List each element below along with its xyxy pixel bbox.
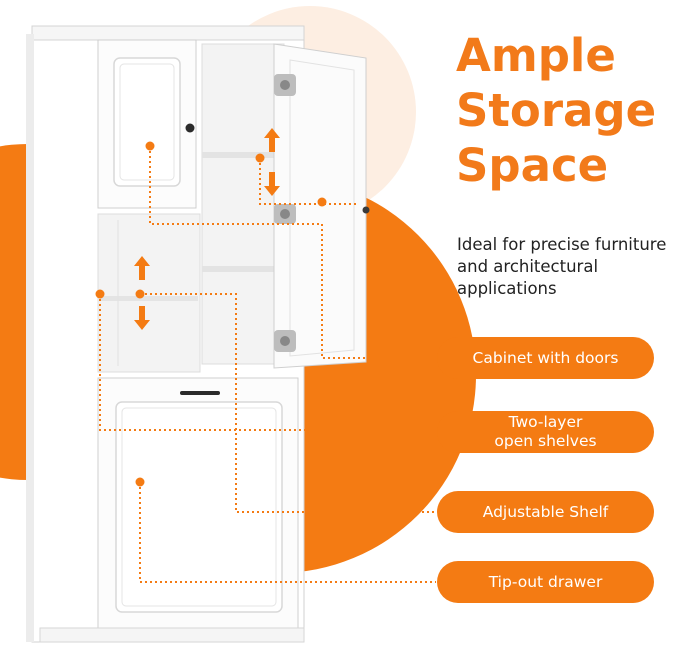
title-line-3: Space: [456, 139, 609, 192]
description-line-1: Ideal for precise furniture: [457, 235, 667, 254]
callout-label-line-2: open shelves: [494, 432, 597, 450]
callout-label: Cabinet with doors: [472, 348, 619, 367]
callout-cabinet-with-doors: Cabinet with doors: [437, 337, 654, 379]
callout-tip-out-drawer: Tip-out drawer: [437, 561, 654, 603]
handle-icon: [180, 391, 220, 395]
callout-adjustable-shelf: Adjustable Shelf: [437, 491, 654, 533]
knob-icon: [185, 123, 195, 133]
callout-label-line-1: Two-layer: [508, 413, 583, 431]
callout-dot-icon: [95, 141, 327, 487]
title-line-1: Ample: [456, 29, 616, 82]
description-line-3: applications: [457, 279, 557, 298]
double-arrow-icon: [134, 128, 280, 330]
page-title: Ample Storage Space: [456, 28, 656, 193]
callout-two-layer-open-shelves: Two-layer open shelves: [437, 411, 654, 453]
hinge-icon: [274, 74, 296, 352]
callout-label: Tip-out drawer: [488, 572, 603, 591]
cabinet-image: [26, 25, 370, 643]
description-text: Ideal for precise furniture and architec…: [457, 234, 679, 300]
title-line-2: Storage: [456, 84, 657, 137]
callout-label: Adjustable Shelf: [482, 502, 609, 521]
door-knob-icon: [362, 206, 370, 214]
description-line-2: and architectural: [457, 257, 599, 276]
